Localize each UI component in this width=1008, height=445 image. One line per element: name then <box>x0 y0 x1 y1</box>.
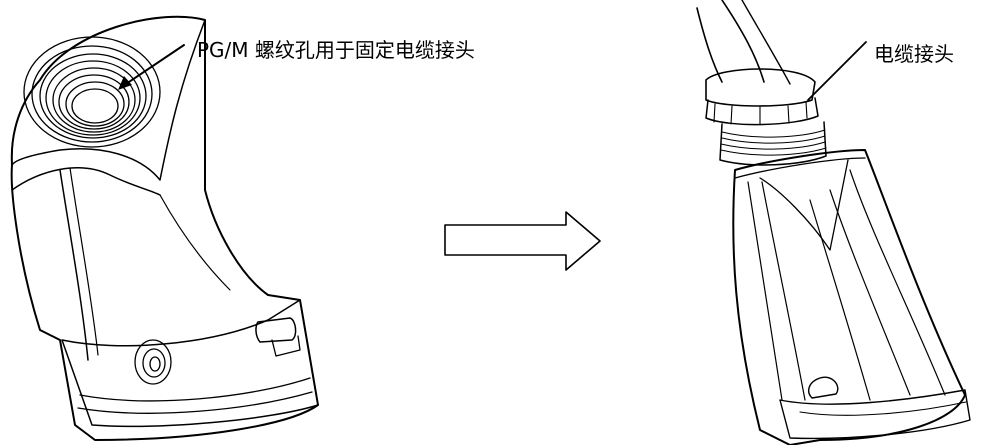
hood-top-face <box>11 16 206 181</box>
hood-body-right <box>732 149 966 445</box>
latch-notch <box>271 335 301 357</box>
hood-front-edge <box>59 169 89 361</box>
gland-thread-lines <box>720 129 827 156</box>
cable-gland-label: 电缆接头 <box>874 42 954 66</box>
hood-with-gland <box>696 0 971 445</box>
cable-right <box>721 0 765 83</box>
latch-peg <box>255 317 297 343</box>
gland-dome-nut <box>705 68 816 107</box>
hood-without-gland <box>10 15 319 441</box>
hood-flange <box>61 299 319 428</box>
hood-shoulder <box>11 167 161 196</box>
hood-front-edge-2 <box>69 167 99 356</box>
cable-left <box>696 7 723 83</box>
screw-boss <box>134 339 172 385</box>
hood-side-edge <box>159 194 231 291</box>
direction-arrow <box>444 211 601 271</box>
leader-line-right <box>807 41 867 101</box>
latch-peg-right <box>808 376 839 399</box>
leader-arrow-left <box>118 44 185 90</box>
hood-flange-right <box>779 389 971 440</box>
gland-thread <box>719 121 827 166</box>
hood-outline <box>10 15 319 441</box>
hood-flange-lip <box>79 377 311 402</box>
thread-rings <box>23 36 161 148</box>
hood-flange-lip-2 <box>77 391 313 414</box>
thread-hole-label: PG/M 螺纹孔用于固定电缆接头 <box>197 38 475 62</box>
